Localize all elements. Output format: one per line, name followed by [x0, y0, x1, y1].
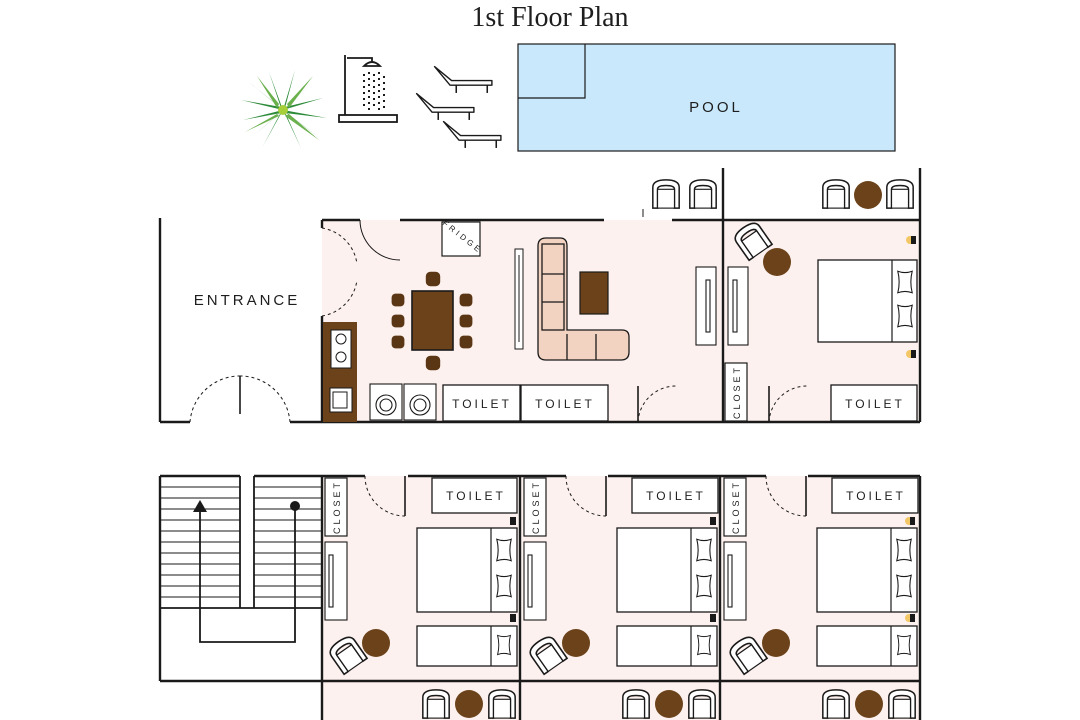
walls — [158, 168, 922, 720]
sink-icon — [329, 387, 353, 413]
sun-lounger-icon — [433, 65, 493, 94]
balcony-seating — [422, 689, 916, 719]
bedroom: CLOSET TOILET — [324, 477, 518, 676]
outdoor-seating — [652, 179, 914, 209]
pool-label: POOL — [689, 99, 743, 116]
stove-icon — [330, 329, 352, 369]
toilet-label: TOILET — [646, 489, 706, 503]
armchair-icon — [822, 179, 850, 209]
sofa — [537, 237, 630, 361]
pool: POOL — [517, 43, 896, 152]
toilet-label: TOILET — [535, 397, 595, 411]
toilet-label: TOILET — [452, 397, 512, 411]
kitchen-counter — [323, 322, 357, 422]
closet-label: CLOSET — [732, 365, 742, 419]
sun-lounger-icon — [415, 92, 475, 121]
toilet-label: TOILET — [446, 489, 506, 503]
bedroom: CLOSET TOILET — [724, 218, 918, 422]
staircase-icon — [160, 476, 322, 643]
doors — [189, 219, 808, 517]
armchair-icon — [689, 179, 717, 209]
entrance-label: ENTRANCE — [194, 292, 301, 309]
armchair-icon — [886, 179, 914, 209]
shower-icon — [338, 55, 398, 123]
washing-machine-icon — [369, 383, 437, 421]
coffee-table — [579, 271, 609, 315]
palm-plant-icon — [241, 70, 327, 148]
toilet-label: TOILET — [846, 489, 906, 503]
fridge: FRIDGE — [441, 219, 484, 257]
armchair-icon — [652, 179, 680, 209]
page-title: 1st Floor Plan — [471, 2, 628, 33]
toilet-block: TOILET TOILET — [442, 384, 609, 422]
closet-label: CLOSET — [332, 480, 342, 534]
bedroom: CLOSET TOILET — [523, 477, 719, 676]
closet-label: CLOSET — [731, 480, 741, 534]
toilet-label: TOILET — [845, 397, 905, 411]
dining-table — [391, 271, 473, 371]
bedroom: CLOSET TOILET — [723, 477, 919, 676]
closet-label: CLOSET — [531, 480, 541, 534]
sun-lounger-icon — [442, 120, 502, 149]
